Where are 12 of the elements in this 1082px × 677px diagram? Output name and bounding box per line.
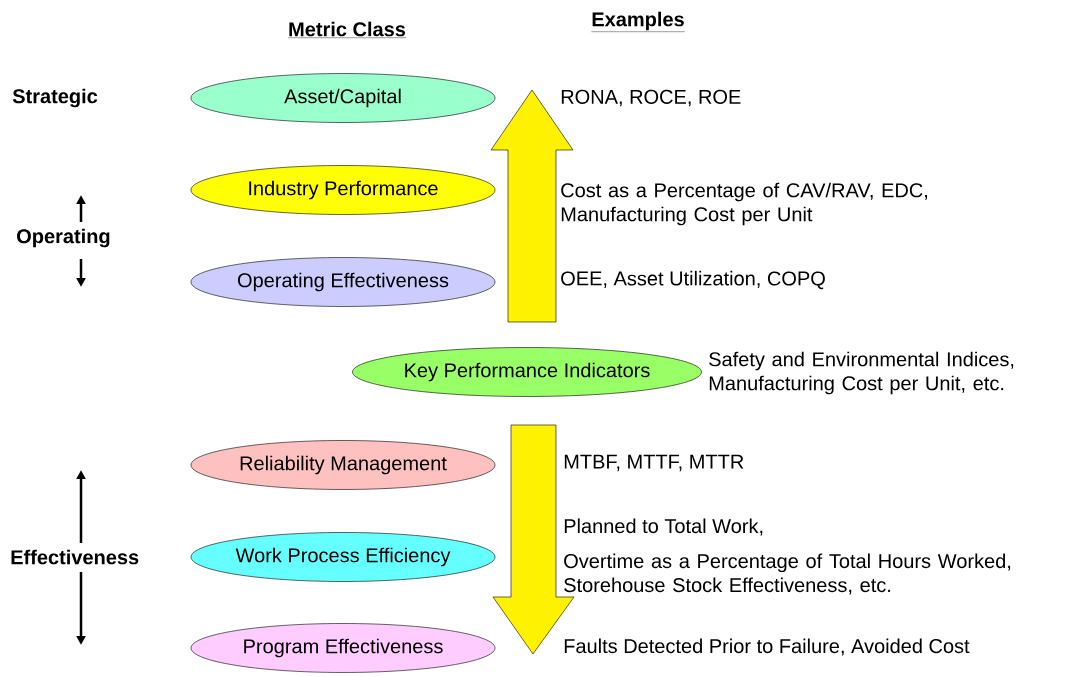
column-heading: Examples xyxy=(591,11,685,32)
example-text: Faults Detected Prior to Failure, Avoided Cost xyxy=(564,638,970,656)
example-text: Planned to Total Work, xyxy=(564,518,763,536)
level-label: Effectiveness xyxy=(11,549,139,565)
level-label: Operating xyxy=(17,228,110,248)
column-heading: Metric Class xyxy=(287,21,407,38)
example-text: MTBF, MTTF, MTTR xyxy=(564,454,744,472)
example-text: Overtime as a Percentage of Total Hours Worked, Storehouse Stock Effectiveness, etc. xyxy=(564,553,1011,595)
level-label: Strategic xyxy=(12,88,98,108)
example-text: Cost as a Percentage of CAV/RAV, EDC, Manufacturing Cost per Unit xyxy=(561,182,928,226)
example-text: OEE, Asset Utilization, COPQ xyxy=(561,270,825,290)
example-text: RONA, ROCE, ROE xyxy=(561,89,741,107)
